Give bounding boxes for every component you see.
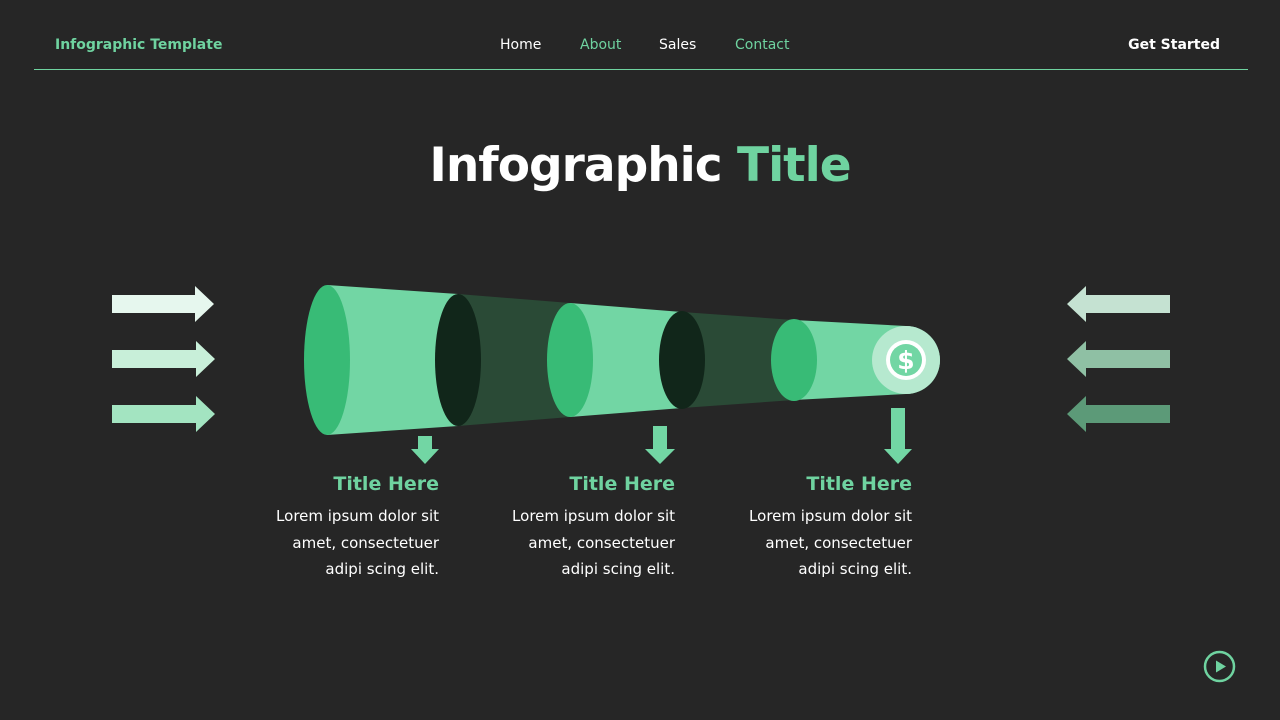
step-title: Title Here (333, 473, 439, 495)
left-arrow-1 (112, 286, 214, 322)
step-title: Title Here (569, 473, 675, 495)
nav-home[interactable]: Home (500, 37, 542, 53)
left-arrow-3 (112, 396, 215, 432)
get-started-button[interactable]: Get Started (1128, 37, 1220, 53)
brand-name: Infographic Template (55, 37, 223, 53)
page-title: Infographic Title (0, 138, 1280, 193)
funnel-ring-3 (547, 303, 593, 417)
step-description: Lorem ipsum dolor sit amet, consectetuer… (512, 507, 675, 578)
title-main: Infographic (429, 138, 722, 193)
right-arrow-1 (1067, 286, 1170, 322)
header-divider (34, 69, 1248, 70)
left-arrows (112, 286, 215, 432)
svg-text:$: $ (897, 346, 914, 375)
nav-contact[interactable]: Contact (735, 37, 790, 53)
right-arrow-2 (1067, 341, 1170, 377)
step-2: Title Here Lorem ipsum dolor sit amet, c… (435, 473, 675, 583)
funnel-ring-1 (304, 285, 350, 435)
down-arrows (411, 408, 912, 464)
left-arrow-2 (112, 341, 215, 377)
step-1: Title Here Lorem ipsum dolor sit amet, c… (199, 473, 439, 583)
step-title: Title Here (806, 473, 912, 495)
down-arrow-1 (411, 436, 439, 464)
funnel-segment-4 (570, 303, 682, 417)
funnel-segment-3 (458, 294, 570, 426)
step-description: Lorem ipsum dolor sit amet, consectetuer… (749, 507, 912, 578)
title-accent: Title (737, 138, 852, 193)
step-description: Lorem ipsum dolor sit amet, consectetuer… (276, 507, 439, 578)
funnel-ring-2 (435, 294, 481, 426)
main-nav: Home About Sales Contact (0, 37, 1280, 57)
down-arrow-3 (884, 408, 912, 464)
play-circle-icon[interactable] (1203, 650, 1236, 683)
right-arrows (1067, 286, 1170, 432)
step-3: Title Here Lorem ipsum dolor sit amet, c… (672, 473, 912, 583)
nav-sales[interactable]: Sales (659, 37, 697, 53)
funnel-ring-4 (659, 311, 705, 409)
dollar-coin-icon: $ (872, 326, 940, 394)
funnel-ring-5 (771, 319, 817, 401)
funnel-segment-5 (682, 312, 794, 408)
down-arrow-2 (645, 426, 675, 464)
funnel-segment-2 (327, 285, 458, 435)
funnel: $ (304, 285, 940, 435)
nav-about[interactable]: About (580, 37, 622, 53)
right-arrow-3 (1067, 396, 1170, 432)
